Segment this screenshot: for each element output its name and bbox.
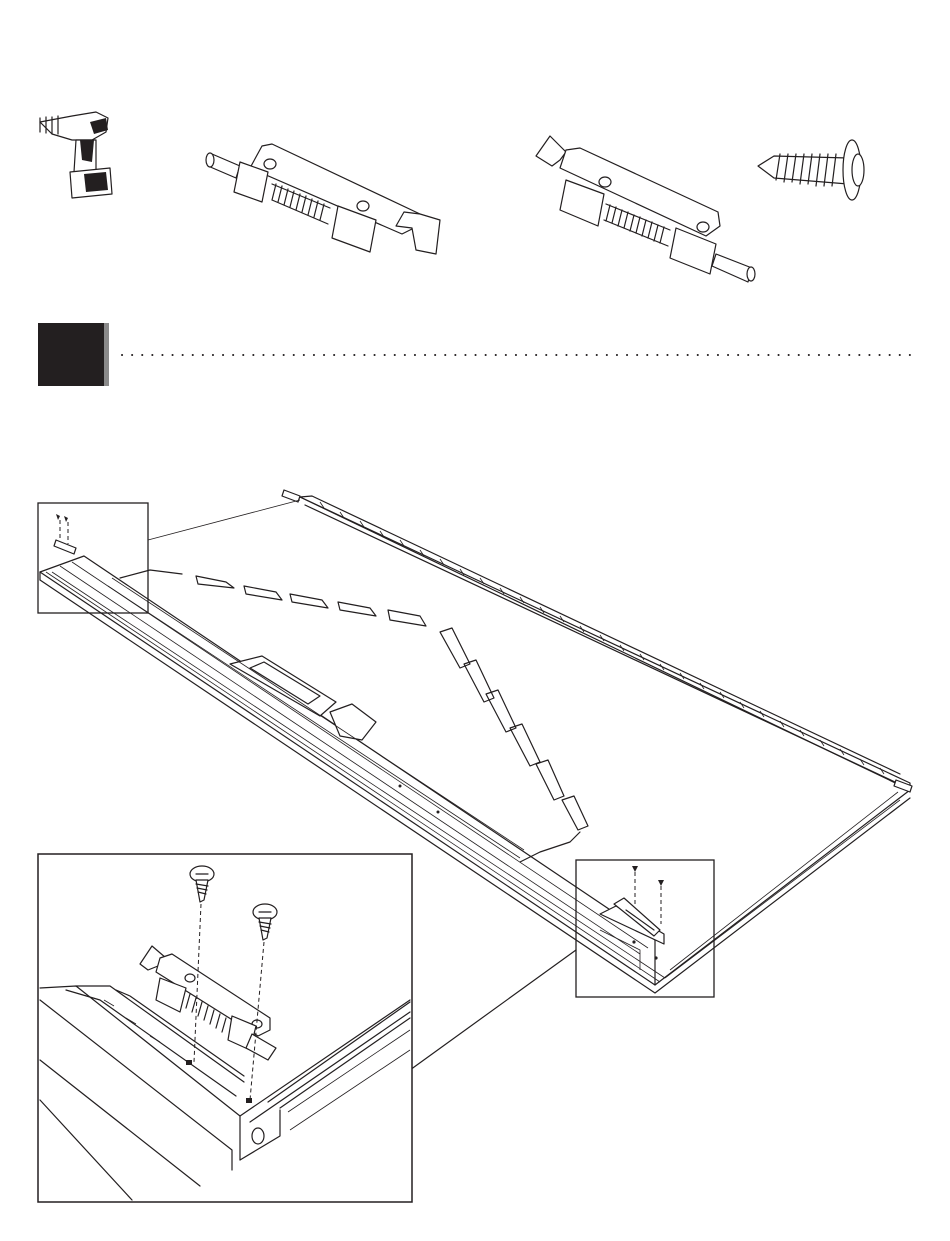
callout-right <box>576 860 714 997</box>
zoom-detail <box>38 854 412 1202</box>
zoom-leader <box>410 950 576 1070</box>
latch-left <box>536 136 755 282</box>
callout-top-left <box>38 503 148 613</box>
screw <box>758 140 864 200</box>
drill-icon <box>40 112 112 198</box>
latch-right <box>206 144 440 254</box>
